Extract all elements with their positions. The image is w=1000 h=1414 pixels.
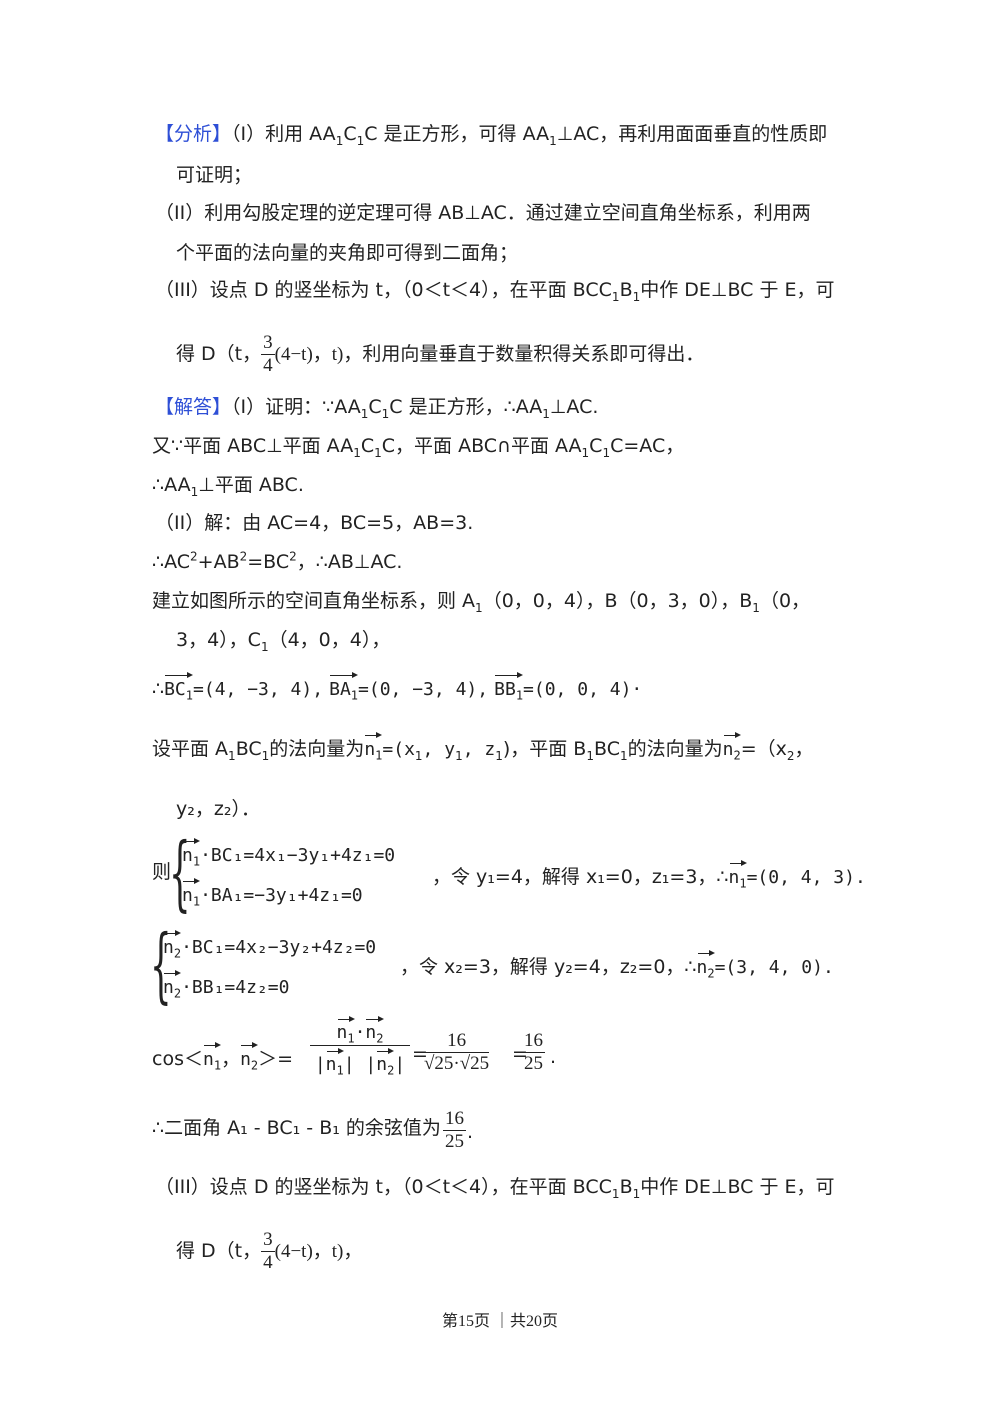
vector-n2: n2 xyxy=(723,732,741,762)
solution-line-7: 3，4），C1（4，0，4）， xyxy=(176,629,391,654)
dihedral-line: ∴二面角 A₁ - BC₁ - B₁ 的余弦值为 xyxy=(152,1117,441,1139)
analysis-line-1: 【分析】（I）利用 AA1C1C 是正方形，可得 AA1⊥AC，再利用面面垂直的… xyxy=(155,123,828,148)
vector-BA1: BA1 xyxy=(329,672,358,702)
solution-line-2: 又∵平面 ABC⊥平面 AA1C1C，平面 ABC∩平面 AA1C1C=AC， xyxy=(152,435,685,460)
vector-BB1: BB1 xyxy=(494,672,523,702)
analysis-line-4: 个平面的法向量的夹角即可得到二面角； xyxy=(176,242,519,264)
system2-row2: n2·BB₁=4z₂=0 xyxy=(163,970,289,1000)
solution-tag: 【解答】 xyxy=(155,396,232,418)
cosine-fraction: n1·n2 |n1| |n2| xyxy=(310,1016,410,1077)
solution-part3-line-1: （III）设点 D 的竖坐标为 t，（0＜t＜4），在平面 BCC1B1中作 D… xyxy=(155,1176,835,1201)
vector-BC1: BC1 xyxy=(164,672,193,702)
solution-line-6: 建立如图所示的空间直角坐标系，则 A1（0，0，4），B（0，3，0），B1（0… xyxy=(152,590,811,615)
cosine-frac-sqrt: 16√25·√25 xyxy=(424,1030,490,1074)
analysis-line-5: （III）设点 D 的竖坐标为 t，（0＜t＜4），在平面 BCC1B1中作 D… xyxy=(155,279,835,304)
solution-line-5: ∴AC2+AB2=BC2，∴AB⊥AC. xyxy=(152,549,403,573)
analysis-tag: 【分析】 xyxy=(155,123,232,145)
page-footer: 第15页 ｜共20页 xyxy=(441,1313,558,1330)
analysis-line-2: 可证明； xyxy=(176,164,253,186)
system2-row1: n2·BC₁=4x₂−3y₂+4z₂=0 xyxy=(163,930,376,960)
system2-brace: { xyxy=(150,918,172,1014)
solution-line-y2z2: y₂，z₂）． xyxy=(176,798,260,820)
solution-line-4: （II）解：由 AC=4，BC=5，AB=3. xyxy=(155,512,474,534)
cosine-eq2: = xyxy=(512,1043,528,1065)
solution-line-1: 【解答】（I）证明：∵AA1C1C 是正方形，∴AA1⊥AC. xyxy=(155,396,599,421)
cosine-eq1: = xyxy=(412,1043,428,1065)
solution-line-3: ∴AA1⊥平面 ABC. xyxy=(152,474,304,499)
system1-result: ，令 y₁=4，解得 x₁=0，z₁=3，∴n1=(0, 4, 3). xyxy=(432,860,866,890)
system1-row1: n1·BC₁=4x₁−3y₁+4z₁=0 xyxy=(182,838,395,868)
system1-row2: n1·BA₁=−3y₁+4z₁=0 xyxy=(182,878,363,908)
analysis-line-3: （II）利用勾股定理的逆定理可得 AB⊥AC．通过建立空间直角坐标系，利用两 xyxy=(155,202,811,224)
system1-prefix: 则 xyxy=(152,861,172,883)
system1-brace: { xyxy=(169,826,191,922)
cosine-end: . xyxy=(550,1046,557,1068)
system2-result: ，令 x₂=3，解得 y₂=4，z₂=0，∴n2=(3, 4, 0). xyxy=(400,950,834,980)
cosine-prefix: cos＜n1，n2＞= xyxy=(152,1042,293,1072)
vector-n1: n1 xyxy=(364,732,383,762)
solution-vectors-line: ∴BC1=(4, −3, 4), BA1=(0, −3, 4), BB1=(0,… xyxy=(152,672,642,702)
solution-normal-line: 设平面 A1BC1的法向量为n1=(x1, y1, z1)，平面 B1BC1的法… xyxy=(152,732,814,762)
